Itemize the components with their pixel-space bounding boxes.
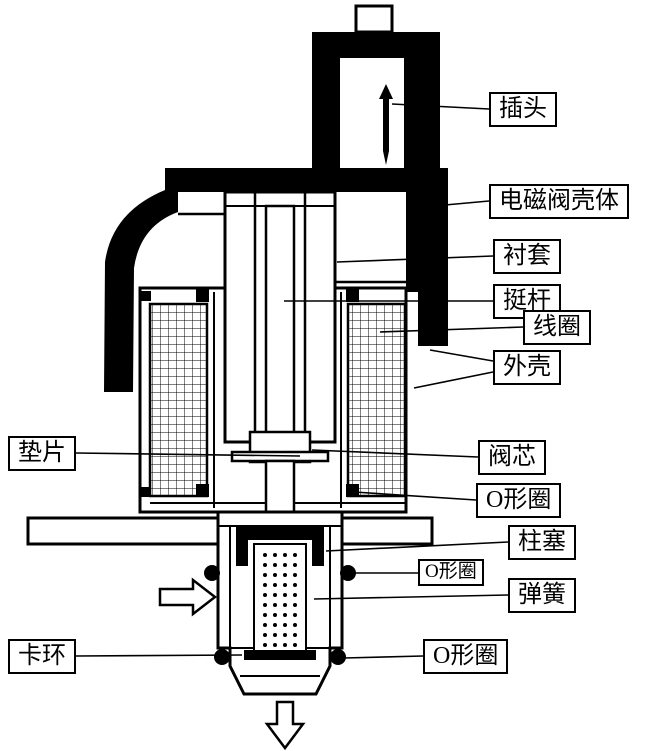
coil-bobbin xyxy=(213,292,342,508)
leader-lines xyxy=(75,103,524,659)
plug-connector xyxy=(312,4,440,172)
label-solenoid-valve-housing: 电磁阀壳体 xyxy=(489,184,629,219)
spring xyxy=(253,543,307,653)
label-outer-shell: 外壳 xyxy=(493,350,561,385)
label-spring: 弹簧 xyxy=(508,578,576,613)
snap-ring xyxy=(244,650,316,660)
label-valve-core: 阀芯 xyxy=(478,440,546,475)
inlet-flow-arrow-icon xyxy=(158,577,218,617)
tappet-rod xyxy=(264,204,296,456)
label-o-ring-upper: O形圈 xyxy=(476,483,562,518)
coil-windings xyxy=(148,289,407,498)
label-o-ring-lower: O形圈 xyxy=(423,639,509,674)
label-plunger: 柱塞 xyxy=(508,525,576,560)
plug-pin xyxy=(379,84,393,165)
label-plug: 插头 xyxy=(489,92,557,127)
o-rings xyxy=(204,565,356,665)
outlet-flow-arrow-icon xyxy=(264,700,306,751)
label-coil: 线圈 xyxy=(523,310,591,345)
label-o-ring-middle: O形圈 xyxy=(418,559,484,586)
label-snap-ring: 卡环 xyxy=(8,639,76,674)
plunger xyxy=(236,526,324,566)
label-gasket: 垫片 xyxy=(8,436,76,471)
label-bushing: 衬套 xyxy=(493,239,561,274)
label-tappet: 挺杆 xyxy=(493,284,561,319)
